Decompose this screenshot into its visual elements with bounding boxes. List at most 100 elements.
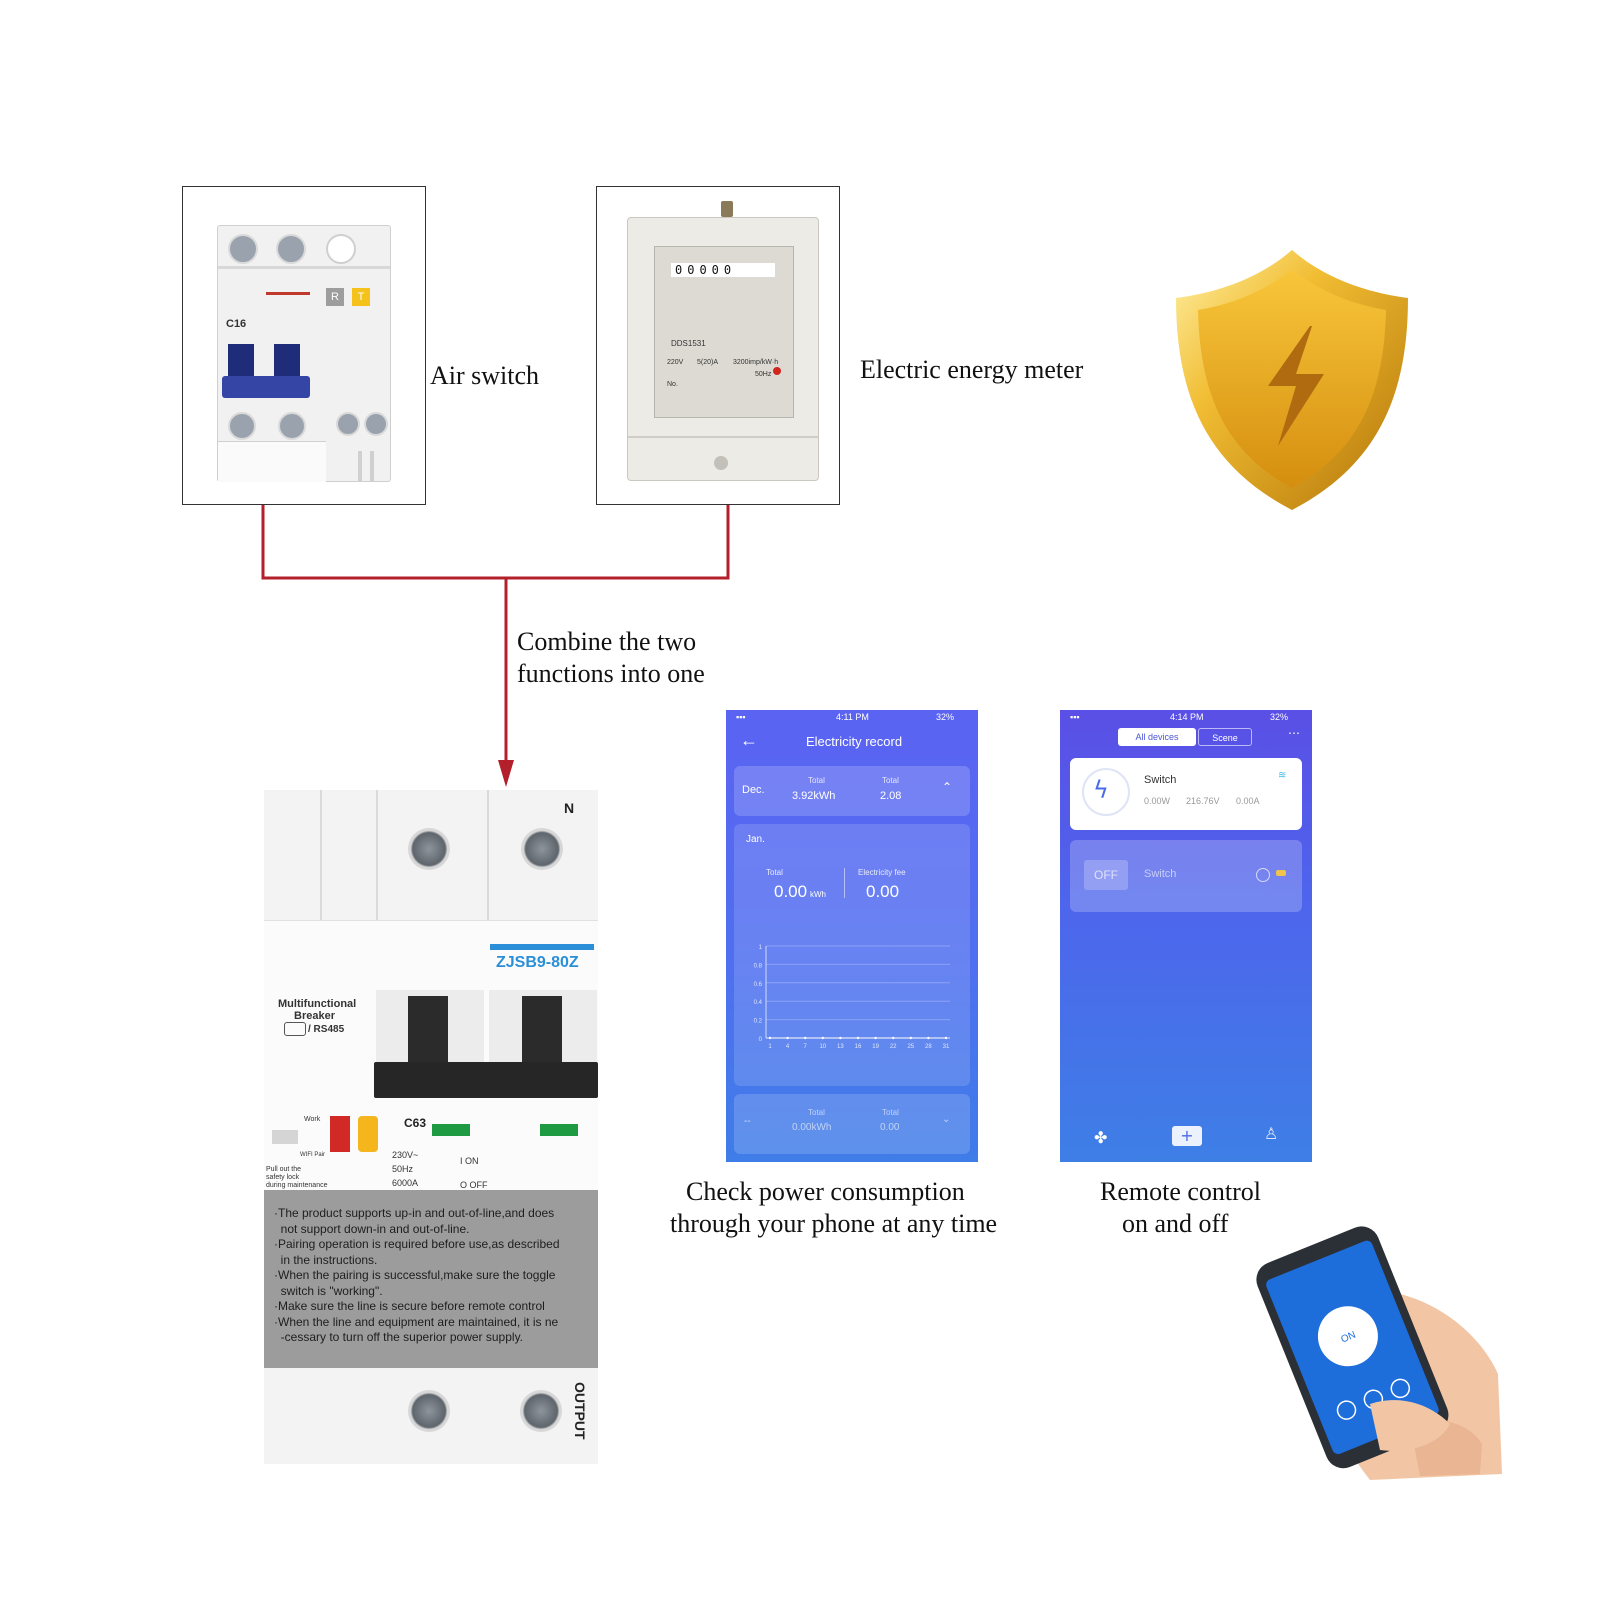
dec-total-value: 3.92kWh [792,790,836,802]
plus-icon[interactable]: + [1172,1126,1202,1146]
data-point [944,1036,948,1040]
note-2: not support down-in and out-of-line. [274,1221,470,1236]
note-4: in the instructions. [274,1252,378,1267]
grid-icon[interactable]: ✤ [1094,1130,1108,1147]
bottom-total-value: 0.00kWh [792,1122,832,1133]
terminal-screw [228,234,258,264]
data-point [892,1036,895,1040]
tab-scene[interactable]: Scene [1198,728,1252,746]
note-1: ·The product supports up-in and out-of-l… [274,1206,555,1220]
y-tick-label: 0.6 [754,982,763,988]
terminal-cap [326,234,356,264]
output-label: OUTPUT [572,1382,588,1440]
dec-month: Dec. [742,784,765,796]
breaker-title-line2: Breaker [294,1010,335,1022]
data-point [804,1036,807,1040]
screen-title: Electricity record [806,734,903,749]
device-icon-ring [1082,768,1130,816]
phone-device-list: ▪▪▪ 4:14 PM 32% All devices Scene ⋯ ϟ Sw… [1060,710,1312,1162]
power-button-label: ON [1339,1330,1357,1346]
meter-hook [721,201,733,217]
jan-fee-label: Electricity fee [858,868,906,877]
phone-electricity-record: ▪▪▪ 4:11 PM 32% ← Electricity record Dec… [726,710,978,1162]
jan-total-unit: kWh [810,890,826,899]
chevron-up-icon[interactable]: ⌃ [942,780,953,794]
work-toggle [330,1116,350,1152]
app-icon [1390,1378,1411,1399]
model-stripe [490,944,594,950]
thumb [1370,1400,1450,1451]
device1-voltage: 216.76V [1186,796,1220,806]
status-battery: 32% [936,712,955,722]
air-switch-rating: C16 [226,318,247,330]
chevron-down-icon[interactable]: ⌄ [942,1114,951,1125]
check-caption-line1: Check power consumption [686,1177,965,1206]
jan-total-value: 0.00 [774,882,808,901]
jan-month: Jan. [746,834,765,845]
note-8: ·When the line and equipment are maintai… [274,1314,559,1329]
dec-summary-card[interactable] [734,766,970,816]
back-arrow-icon[interactable]: ← [740,730,758,750]
neutral-label: N [564,800,575,816]
breaker-spec2: 50Hz [392,1164,414,1174]
safety-label: Pull out the safety lock during maintena… [266,1166,328,1189]
x-tick-label: 16 [855,1044,862,1050]
status-time: 4:11 PM [836,712,869,722]
note-7: ·Make sure the line is secure before rem… [274,1299,545,1313]
meter-led [773,367,781,375]
person-icon[interactable]: ♙ [1264,1126,1279,1143]
device2-name: Switch [1144,868,1177,880]
jan-detail-card [734,824,970,1086]
note-3: ·Pairing operation is required before us… [274,1237,560,1251]
y-tick-label: 0.2 [754,1019,763,1025]
y-tick-label: 0.4 [754,1000,763,1006]
wifi-icon [284,1022,306,1036]
seal-screw [714,456,728,470]
breaker-rating: C63 [404,1116,427,1130]
meter-serial: No. [667,381,678,388]
terminal-screw [336,412,360,436]
timer-icon[interactable] [1256,868,1270,882]
pair-button [358,1116,378,1152]
remote-caption-line1: Remote control [1100,1177,1262,1206]
app-icon [1336,1400,1357,1420]
device1-power: 0.00W [1144,796,1171,806]
note-9: -cessary to turn off the superior power … [274,1330,524,1344]
status-indicator [540,1124,578,1136]
combine-caption-line1: Combine the two [517,627,697,656]
x-tick-label: 31 [943,1044,950,1050]
data-point [839,1036,842,1040]
bottom-summary-card[interactable] [734,1094,970,1154]
bottom-month: -- [744,1116,751,1127]
note-6: switch is "working". [274,1283,383,1298]
work-label: Work [304,1116,321,1123]
meter-window: 00000 DDS1531 220V 5(20)A 3200imp/kW·h 5… [654,246,794,418]
data-point [768,1036,772,1040]
status-indicator [432,1124,470,1136]
breaker-comm: / RS485 [308,1024,345,1035]
breaker-model: ZJSB9-80Z [496,954,579,971]
data-point [927,1036,930,1040]
x-tick-label: 25 [907,1044,914,1050]
status-window [272,1130,298,1144]
reset-button: R [326,288,344,306]
red-stripe [266,292,310,295]
meter-spec1: 220V [667,359,684,366]
y-tick-label: 1 [759,945,763,951]
tab-all-devices[interactable]: All devices [1118,728,1196,746]
status-time: 4:14 PM [1170,712,1204,722]
device1-current: 0.00A [1236,796,1260,806]
status-carrier: ▪▪▪ [736,712,746,722]
more-icon[interactable]: ⋯ [1288,726,1300,740]
handle-bar [222,376,310,398]
test-button: T [352,288,370,306]
breaker-spec1: 230V~ [392,1150,419,1160]
x-tick-label: 13 [837,1044,844,1050]
device1-name: Switch [1144,774,1177,786]
air-switch-caption: Air switch [430,361,540,390]
check-caption-line2: through your phone at any time [670,1209,998,1238]
dec-total-label: Total [808,776,825,785]
combine-arrow-head [498,760,514,787]
x-tick-label: 4 [786,1044,790,1050]
